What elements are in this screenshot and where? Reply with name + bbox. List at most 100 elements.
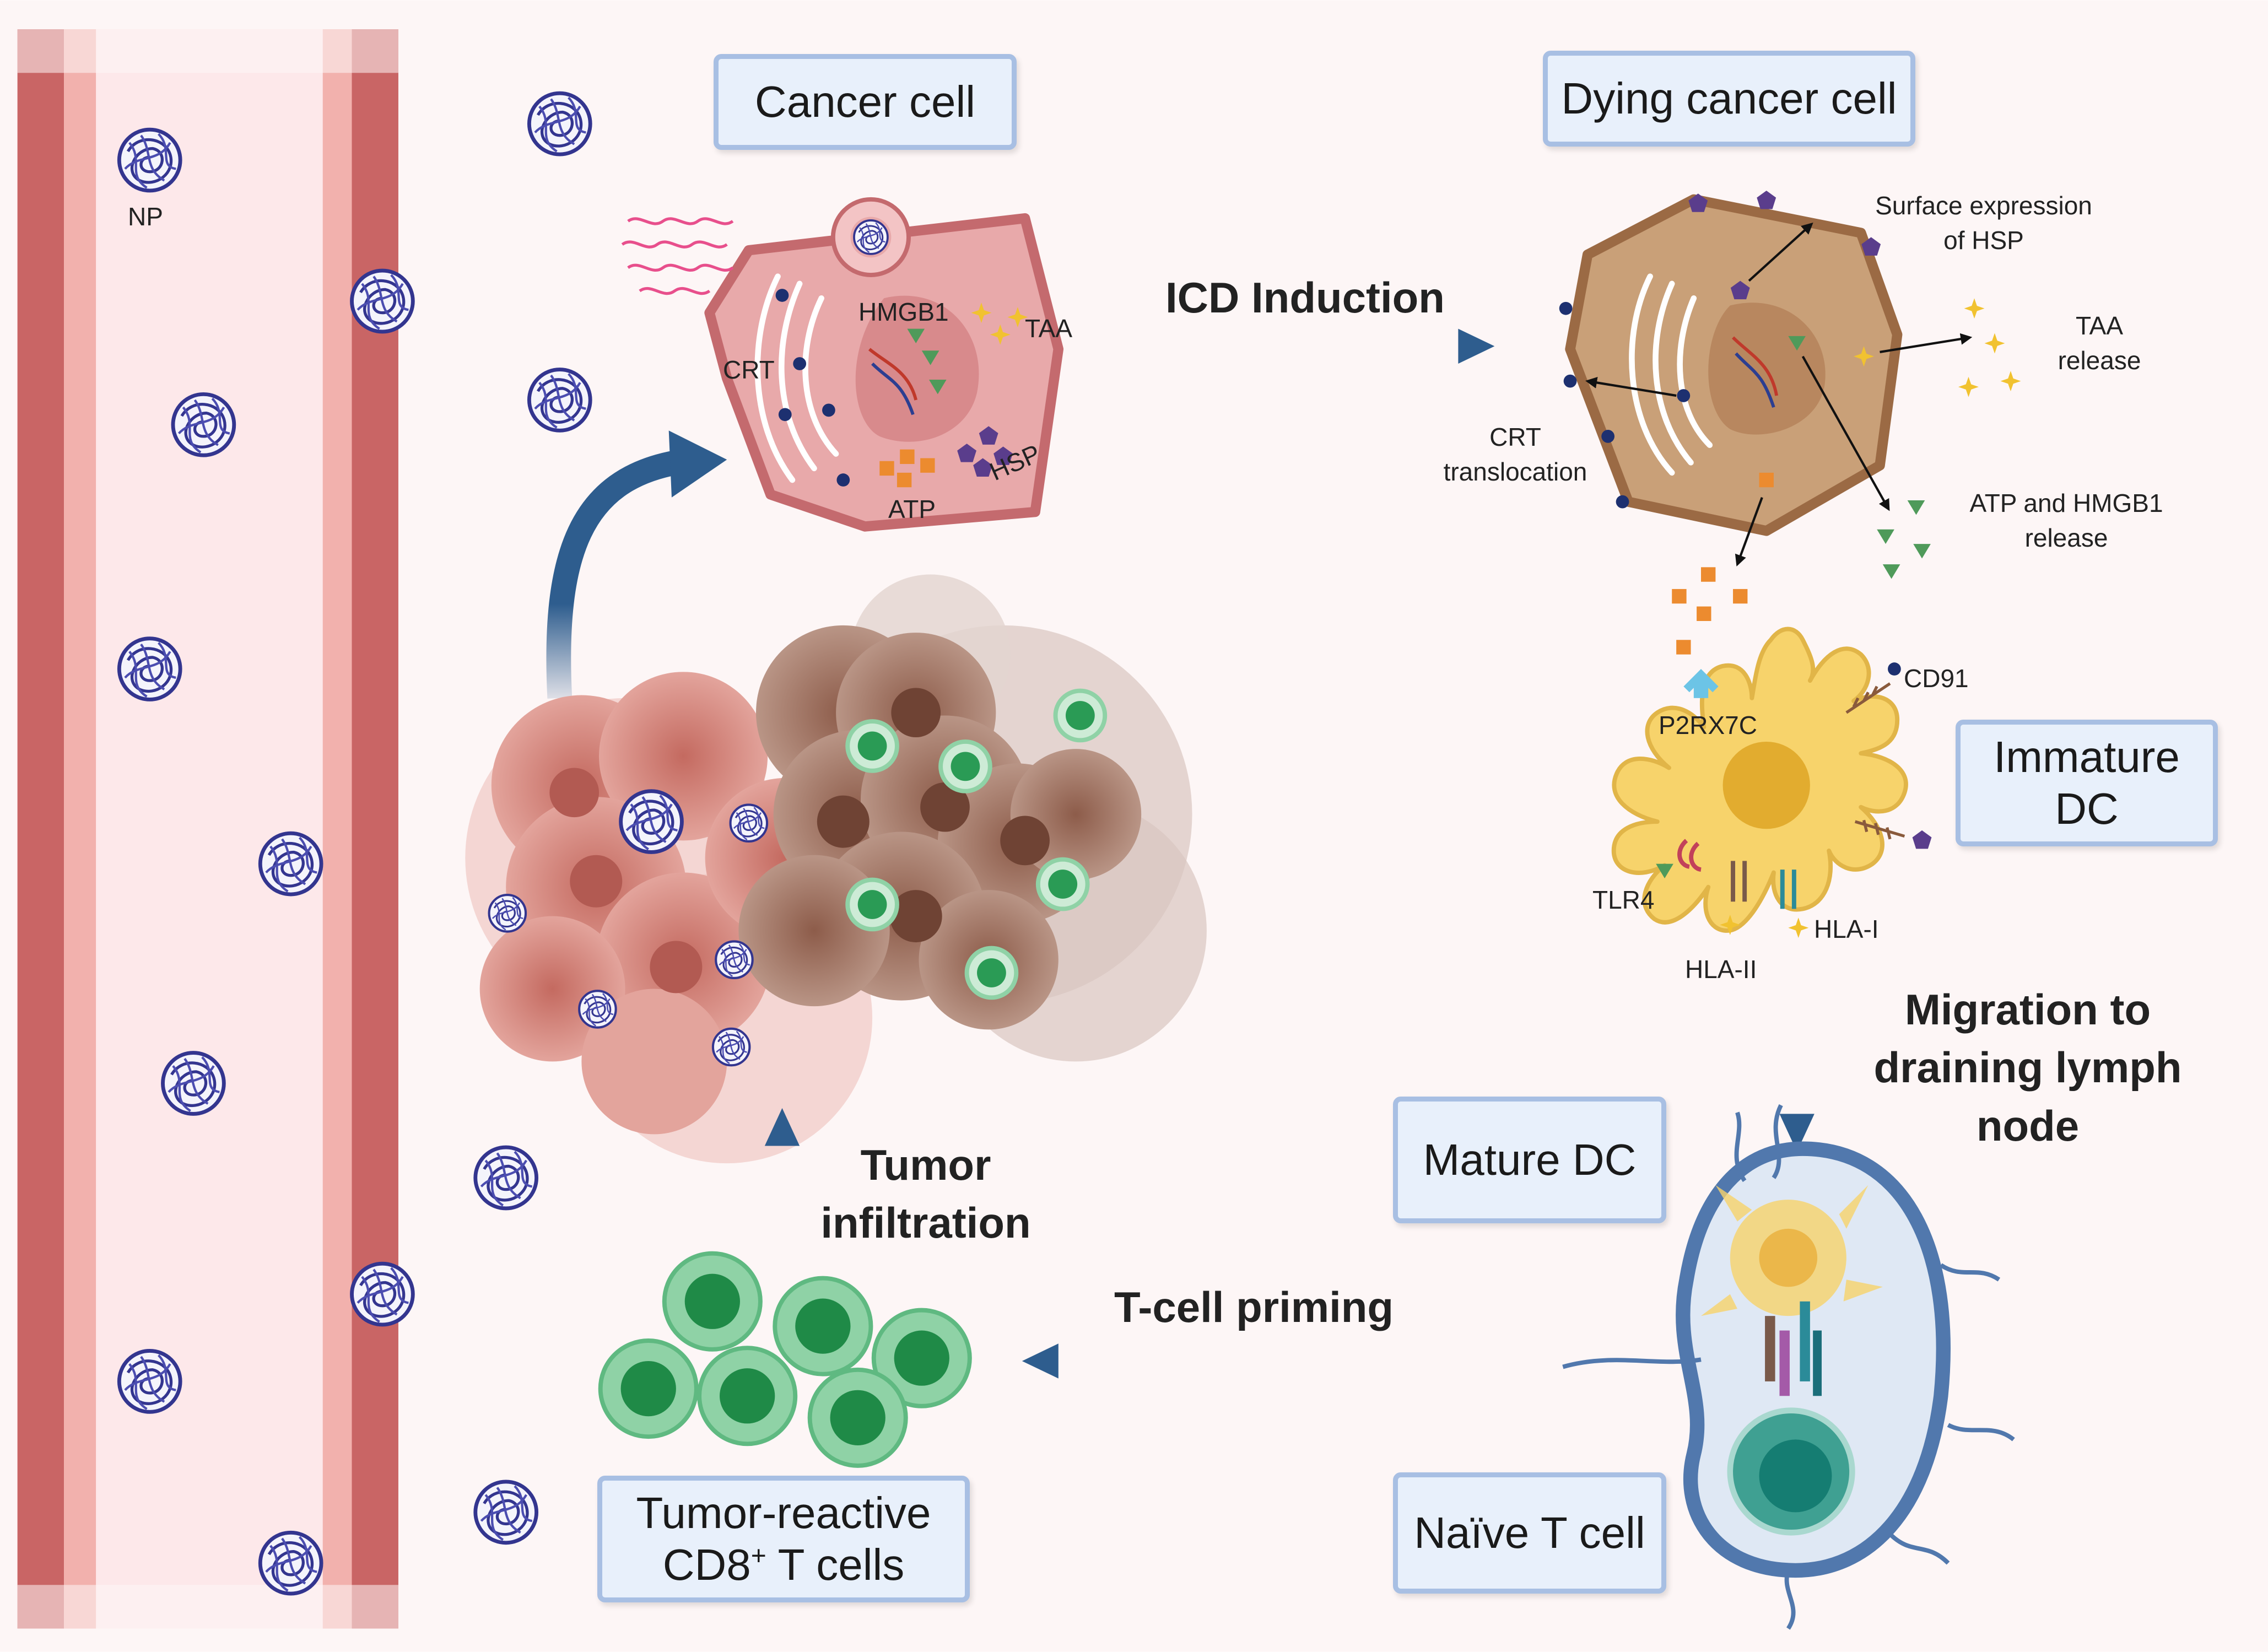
label-cd91: CD91	[1904, 664, 1969, 693]
box-cancer-cell-text: Cancer cell	[754, 77, 976, 126]
atp-marker	[1672, 589, 1687, 604]
nanoparticle-icon	[621, 791, 682, 852]
label-atp-hmgb1-release: ATP and HMGB1 release	[1951, 486, 2182, 556]
box-immature-dc-line2: DC	[2055, 784, 2119, 833]
nanoparticle-icon	[731, 805, 767, 841]
box-tumor-reactive-line1: Tumor-reactive	[636, 1488, 931, 1537]
label-hla-ii: HLA-II	[1685, 955, 1757, 984]
nanoparticle-icon	[260, 833, 321, 894]
atp-marker	[920, 458, 935, 473]
dying-cancer-cell	[1559, 190, 1973, 567]
nanoparticle-icon	[260, 1532, 321, 1594]
lymphatic-vessels	[1562, 1104, 2015, 1630]
tumor-infiltrating-t-cell	[1056, 691, 1105, 741]
label-tlr4: TLR4	[1592, 886, 1655, 914]
box-cancer-cell: Cancer cell	[714, 54, 1017, 150]
nanoparticle-icon	[352, 1264, 413, 1325]
endoplasmic-reticulum	[754, 273, 839, 483]
crt-marker	[775, 289, 789, 302]
nanoparticle-icon	[476, 1147, 537, 1208]
atp-marker	[1676, 640, 1691, 655]
t-cells-text: T cells	[766, 1540, 905, 1589]
step-t-cell-priming: T-cell priming	[1114, 1283, 1394, 1331]
curved-arrow	[546, 430, 727, 699]
label-hla-i: HLA-I	[1814, 915, 1879, 943]
box-dying-cancer-cell: Dying cancer cell	[1543, 51, 1915, 147]
crt-marker	[778, 408, 792, 422]
label-atp: ATP	[888, 495, 936, 523]
cd8-text: CD8	[662, 1540, 751, 1589]
tumor-infiltrating-t-cell	[1038, 860, 1088, 909]
label-crt-translocation: CRT translocation	[1433, 420, 1598, 490]
box-tumor-reactive-cd8: Tumor-reactive CD8+ T cells	[597, 1476, 970, 1602]
nanoparticle-icon	[119, 1351, 180, 1412]
label-surface-hsp: Surface expression of HSP	[1862, 188, 2105, 258]
crt-marker	[1616, 495, 1629, 509]
step-tumor-infiltration-line1: Tumor	[860, 1141, 991, 1189]
crt-marker	[1559, 301, 1573, 315]
crt-marker	[1601, 430, 1615, 443]
nanoparticle-icon	[853, 219, 889, 255]
tumor-infiltrating-t-cell	[847, 721, 897, 771]
nanoparticle-icon	[476, 1482, 537, 1543]
atp-marker	[1701, 567, 1716, 582]
nanoparticle-icon	[163, 1053, 224, 1114]
nanoparticle-icon	[529, 93, 590, 154]
nanoparticle-icon	[716, 941, 752, 978]
nanoparticle-icon	[173, 394, 234, 455]
radiation-icon	[621, 217, 734, 295]
cd91-receptor-icon	[1845, 682, 1905, 840]
nanoparticle-icon	[119, 639, 180, 700]
nanoparticle-icon	[489, 895, 526, 931]
step-tumor-infiltration: Tumor infiltration	[782, 1136, 1069, 1253]
atp-marker	[1697, 606, 1711, 621]
label-np: NP	[128, 202, 163, 231]
cd8-superscript: +	[750, 1541, 766, 1571]
migration-arrow	[1779, 945, 1815, 1152]
crt-marker	[836, 473, 850, 487]
box-naive-t-cell-text: Naïve T cell	[1414, 1508, 1645, 1557]
t-cell-priming-arrow	[1022, 1343, 1498, 1379]
label-crt: CRT	[723, 355, 775, 384]
crt-marker	[1888, 662, 1901, 676]
hla-i-receptor-icon	[1780, 870, 1796, 909]
nanoparticle-icon	[579, 991, 615, 1027]
nanoparticle-icon	[713, 1029, 749, 1065]
crt-marker	[1563, 374, 1577, 388]
immature-dendritic-cell	[1611, 627, 1932, 938]
cancer-cell	[704, 197, 1064, 532]
box-immature-dc-line1: Immature	[1994, 732, 2180, 781]
dna-icon	[868, 348, 918, 415]
label-atp-hmgb1-line1: ATP and HMGB1	[1969, 489, 2163, 517]
box-immature-dc: Immature DC	[1956, 720, 2218, 846]
t-cell-icon	[665, 1254, 760, 1349]
crt-marker	[1677, 389, 1691, 402]
label-atp-hmgb1-line2: release	[2024, 523, 2108, 553]
tumor-infiltrating-t-cell	[967, 948, 1017, 998]
atp-marker	[900, 449, 915, 465]
tumor-infiltration-arrow	[764, 1108, 800, 1294]
label-hmgb1: HMGB1	[858, 298, 949, 326]
box-tumor-reactive-line2: CD8+ T cells	[663, 1539, 905, 1591]
label-surface-hsp-line1: Surface expression	[1875, 191, 2092, 220]
blood-vessel	[17, 29, 398, 1629]
step-migration-line1: Migration to	[1904, 985, 2151, 1034]
nanoparticle-icon	[529, 370, 590, 431]
nanoparticle-icon	[119, 129, 180, 191]
label-taa-release-line1: TAA	[2075, 311, 2124, 340]
label-taa: TAA	[1025, 314, 1073, 343]
atp-marker	[1733, 589, 1748, 604]
endoplasmic-reticulum	[1629, 273, 1713, 476]
label-surface-hsp-line2: of HSP	[1943, 226, 2024, 255]
step-migration: Migration to draining lymph node	[1818, 981, 2237, 1155]
label-crt-translocation-line2: translocation	[1443, 457, 1587, 487]
tcr-mhc-complex	[1765, 1301, 1822, 1396]
atp-marker	[897, 472, 912, 488]
tumor-infiltrating-t-cell	[941, 742, 990, 791]
naive-t-cell-nucleus	[1759, 1439, 1832, 1513]
crt-marker	[822, 403, 835, 417]
box-naive-t-cell: Naïve T cell	[1393, 1472, 1666, 1594]
hla-ii-receptor-icon	[1731, 861, 1747, 902]
t-cell-icon	[775, 1278, 871, 1374]
